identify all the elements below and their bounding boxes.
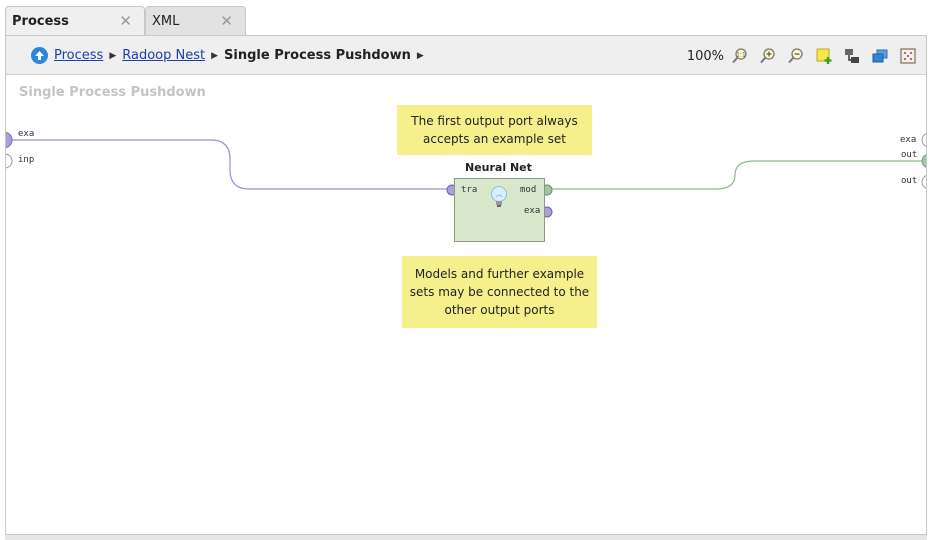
left-port-inp — [6, 153, 13, 169]
note-first-output[interactable]: The first output port always accepts an … — [397, 105, 592, 155]
operator-input-label: tra — [461, 185, 478, 195]
right-port-label: out — [901, 176, 918, 186]
left-port-exa — [6, 131, 13, 149]
breadcrumb-separator: ▶ — [109, 50, 117, 61]
tab-xml-label: XML — [152, 14, 180, 29]
breadcrumb: Process ▶ Radoop Nest ▶ Single Process P… — [31, 47, 430, 64]
neural-net-operator[interactable]: tra mod exa — [454, 178, 545, 242]
note-text: Models and further example sets may be c… — [409, 267, 590, 317]
right-port-exa — [921, 133, 926, 147]
breadcrumb-radoop-nest-link[interactable]: Radoop Nest — [122, 48, 206, 63]
horizontal-scrollbar[interactable] — [5, 535, 927, 540]
operator-output-label: mod — [520, 185, 537, 195]
arrange-icon[interactable] — [866, 45, 894, 67]
lightbulb-icon — [489, 184, 509, 214]
close-icon[interactable]: ✕ — [119, 12, 132, 30]
up-arrow-icon[interactable] — [31, 47, 48, 64]
canvas-title: Single Process Pushdown — [19, 85, 206, 100]
grid-icon[interactable] — [894, 45, 922, 67]
left-port-label: inp — [18, 155, 35, 165]
right-port-out-1 — [921, 154, 926, 168]
tab-process[interactable]: Process ✕ — [5, 6, 145, 36]
connection-wires — [6, 131, 926, 218]
tab-process-label: Process — [12, 14, 69, 29]
process-toolbar: Process ▶ Radoop Nest ▶ Single Process P… — [5, 35, 927, 75]
note-text: The first output port always accepts an … — [411, 114, 578, 146]
model-wire — [547, 160, 923, 190]
operator-name: Neural Net — [465, 161, 532, 174]
zoom-in-icon[interactable] — [754, 45, 782, 67]
note-other-outputs[interactable]: Models and further example sets may be c… — [402, 256, 597, 328]
operator-output-label: exa — [524, 206, 541, 216]
auto-wire-icon[interactable] — [838, 45, 866, 67]
zoom-out-icon[interactable] — [782, 45, 810, 67]
right-port-label: out — [901, 150, 918, 160]
close-icon[interactable]: ✕ — [220, 12, 233, 30]
right-port-label: exa — [900, 135, 917, 145]
svg-text:1:1: 1:1 — [736, 52, 746, 59]
zoom-fit-icon[interactable]: 1:1 — [726, 45, 754, 67]
breadcrumb-separator: ▶ — [211, 50, 219, 61]
breadcrumb-process-link[interactable]: Process — [54, 48, 104, 63]
process-canvas[interactable]: Single Process Pushdown exa inp exa out … — [5, 75, 927, 535]
canvas-tools: 100% 1:1 — [687, 45, 922, 67]
add-note-icon[interactable] — [810, 45, 838, 67]
tab-xml[interactable]: XML ✕ — [145, 6, 246, 36]
tab-bar: Process ✕ XML ✕ — [0, 0, 932, 36]
example-set-wire — [10, 139, 451, 190]
zoom-level: 100% — [686, 48, 724, 64]
breadcrumb-current: Single Process Pushdown — [224, 48, 411, 63]
breadcrumb-expand-arrow[interactable]: ▶ — [416, 50, 424, 61]
left-port-label: exa — [18, 129, 35, 139]
right-port-out-2 — [921, 175, 926, 189]
